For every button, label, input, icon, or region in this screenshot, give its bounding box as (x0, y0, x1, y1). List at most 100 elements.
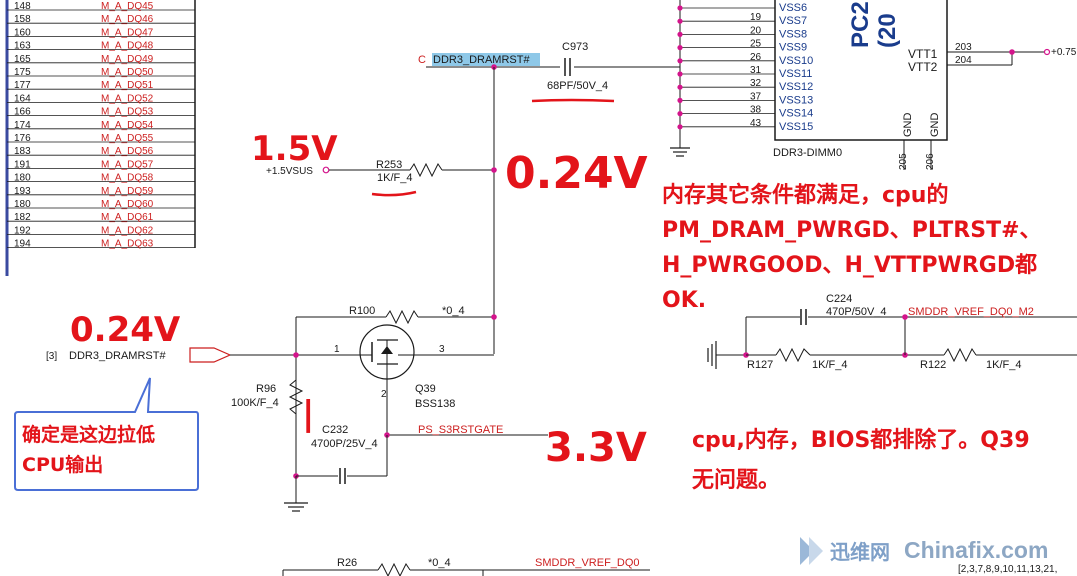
r100-ref: R100 (349, 305, 375, 317)
dq-net-label: M_A_DQ57 (101, 159, 154, 170)
vss-pin-label: VSS10 (779, 55, 813, 67)
watermark-logo-icon (800, 536, 823, 565)
dq-net-label: M_A_DQ61 (101, 212, 154, 223)
v15-rail: +1.5VSUS (266, 166, 313, 177)
dq-pin-number: 166 (14, 107, 31, 118)
q39-pin1: 1 (334, 344, 340, 355)
page-refs: [2,3,7,8,9,10,11,13,21, (958, 564, 1057, 575)
dq-pin-number: 175 (14, 67, 31, 78)
r26-ref: R26 (337, 557, 357, 569)
smddr-net-label: SMDDR_VREF_DQ0_M2 (908, 306, 1034, 318)
r96-val: 100K/F_4 (231, 397, 279, 409)
note2-line2: 无问题。 (692, 468, 781, 493)
vss-pin-label: VSS8 (779, 28, 807, 40)
dq-net-label: M_A_DQ60 (101, 199, 154, 210)
annotation-v15: 1.5V (251, 129, 338, 169)
watermark: 迅维网 Chinafix.com (800, 536, 1048, 565)
r122-val: 1K/F_4 (986, 359, 1021, 371)
vtt1-label: VTT1 (908, 47, 938, 61)
dq-pin-number: 192 (14, 225, 31, 236)
dq-pin-number: 183 (14, 146, 31, 157)
vss-junction (677, 124, 683, 130)
vss-junction (677, 97, 683, 103)
dq-pin-number: 165 (14, 54, 31, 65)
dimm-ref-2: (20 (874, 13, 901, 48)
dq-net-label: M_A_DQ55 (101, 133, 154, 144)
dq-pin-number: 176 (14, 133, 31, 144)
vss-junction (677, 111, 683, 117)
dq-net-label: M_A_DQ63 (101, 239, 154, 250)
note1-line1: 内存其它条件都满足，cpu的 (662, 183, 949, 208)
gnd2-label: GND (929, 113, 941, 138)
dq-net-label: M_A_DQ45 (101, 1, 154, 12)
dq-net-label: M_A_DQ50 (101, 67, 154, 78)
note1-line3: H_PWRGOOD、H_VTTPWRGD都 (662, 253, 1038, 278)
note1-line2: PM_DRAM_PWRGD、PLTRST#、 (662, 218, 1042, 243)
annotation-note-1: 内存其它条件都满足，cpu的 PM_DRAM_PWRGD、PLTRST#、 H_… (662, 178, 1042, 318)
vss-pin-number: 20 (750, 25, 762, 36)
vss-junction (677, 71, 683, 77)
dq-net-label: M_A_DQ58 (101, 173, 154, 184)
c224-val: 470P/50V_4 (826, 306, 887, 318)
note1-line4: OK. (662, 288, 707, 313)
gate-net-label: PS_S3RSTGATE (418, 424, 503, 436)
ground-symbol (284, 502, 308, 512)
q39-ref: Q39 (415, 383, 436, 395)
dq-pin-number: 182 (14, 212, 31, 223)
c973-underline (531, 98, 615, 103)
vss-pin-number: 38 (750, 105, 762, 116)
dq-pin-number: 158 (14, 14, 31, 25)
dq-net-label: M_A_DQ46 (101, 14, 154, 25)
dq-pin-number: 193 (14, 186, 31, 197)
vref-divider: C224 470P/50V_4 SMDDR_VREF_DQ0_M2 R127 1… (707, 293, 1077, 371)
dq-net-label: M_A_DQ49 (101, 54, 154, 65)
annotation-v024-left: 0.24V (70, 310, 181, 350)
q39-circuit: R100 *0_4 [3] DDR3_DRAMRST# 1 3 2 Q39 BS… (46, 305, 548, 512)
vss-ground-symbol (670, 147, 690, 157)
vtt1-pin: 203 (955, 42, 972, 53)
dimm-body (774, 0, 948, 141)
c232-ref: C232 (322, 424, 348, 436)
bubble-line2: CPU输出 (22, 454, 104, 476)
r253-ref: R253 (376, 159, 402, 171)
vss-pin-label: VSS7 (779, 15, 807, 27)
r253-val: 1K/F_4 (377, 172, 412, 184)
dq-pin-number: 180 (14, 199, 31, 210)
vtt2-pin: 204 (955, 55, 972, 66)
port-index: [3] (46, 351, 57, 362)
vss-pin-label: VSS12 (779, 81, 813, 93)
c973-val: 68PF/50V_4 (547, 80, 608, 92)
dq-net-label: M_A_DQ59 (101, 186, 154, 197)
dq-pin-number: 164 (14, 93, 31, 104)
annotation-v024-top: 0.24V (505, 148, 648, 199)
vss-pin-number: 25 (750, 39, 762, 50)
q39-pin2: 2 (381, 389, 387, 400)
q39-val: BSS138 (415, 398, 455, 410)
port-arrow (189, 347, 232, 363)
r26-val: *0_4 (428, 557, 451, 569)
net-highlight (432, 53, 540, 66)
r100-val: *0_4 (442, 305, 465, 317)
r96-ref: R96 (256, 383, 276, 395)
r127-ref: R127 (747, 359, 773, 371)
vss-pin-label: VSS14 (779, 108, 813, 120)
dimm-ref: PC2 (847, 1, 874, 48)
vss-junction (677, 18, 683, 24)
vss-pin-number: 26 (750, 52, 762, 63)
note2-line1: cpu,内存，BIOS都排除了。Q39 (692, 428, 1030, 453)
bubble-text: 确定是这边拉低 CPU输出 (22, 420, 155, 480)
dq-pin-number: 191 (14, 159, 31, 170)
c232-val: 4700P/25V_4 (311, 438, 378, 450)
vss-junction (677, 58, 683, 64)
dq-net-label: M_A_DQ52 (101, 93, 154, 104)
vss-pin-number: 31 (750, 65, 762, 76)
smddr-net2-label: SMDDR_VREF_DQ0 (535, 557, 640, 569)
q39-pin3: 3 (439, 344, 445, 355)
reset-net-label: DDR3_DRAMRST# (433, 54, 530, 66)
dq-pin-number: 180 (14, 173, 31, 184)
dq-net-label: M_A_DQ56 (101, 146, 154, 157)
annotation-note-2: cpu,内存，BIOS都排除了。Q39 无问题。 (692, 421, 1030, 501)
